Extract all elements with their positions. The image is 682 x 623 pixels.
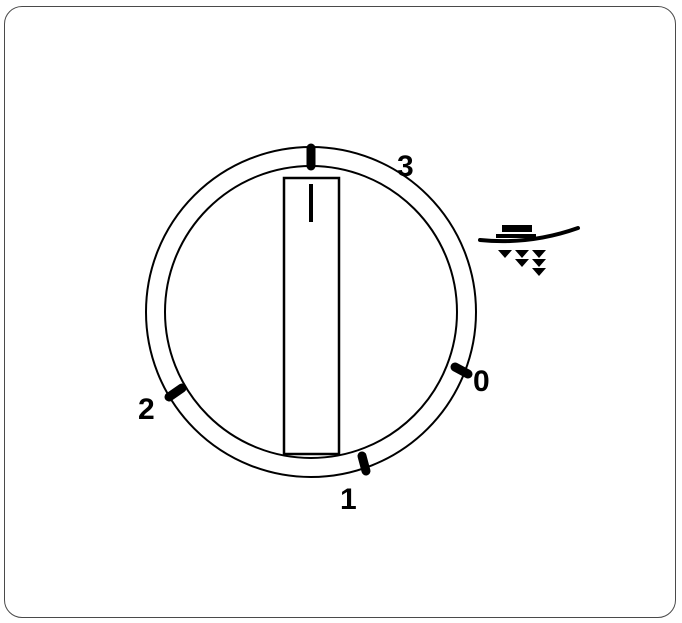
- tick-mark-2: [164, 383, 187, 402]
- tick-mark-0: [450, 362, 473, 379]
- tick-mark-1: [357, 451, 371, 476]
- dial-label-0: 0: [473, 365, 490, 398]
- dial-label-1: 1: [340, 483, 357, 516]
- dial-knob-handle[interactable]: [282, 176, 341, 456]
- presser-foot-pressure-icon: [478, 225, 580, 276]
- dial-label-3: 3: [397, 150, 414, 183]
- dial-label-2: 2: [138, 393, 155, 426]
